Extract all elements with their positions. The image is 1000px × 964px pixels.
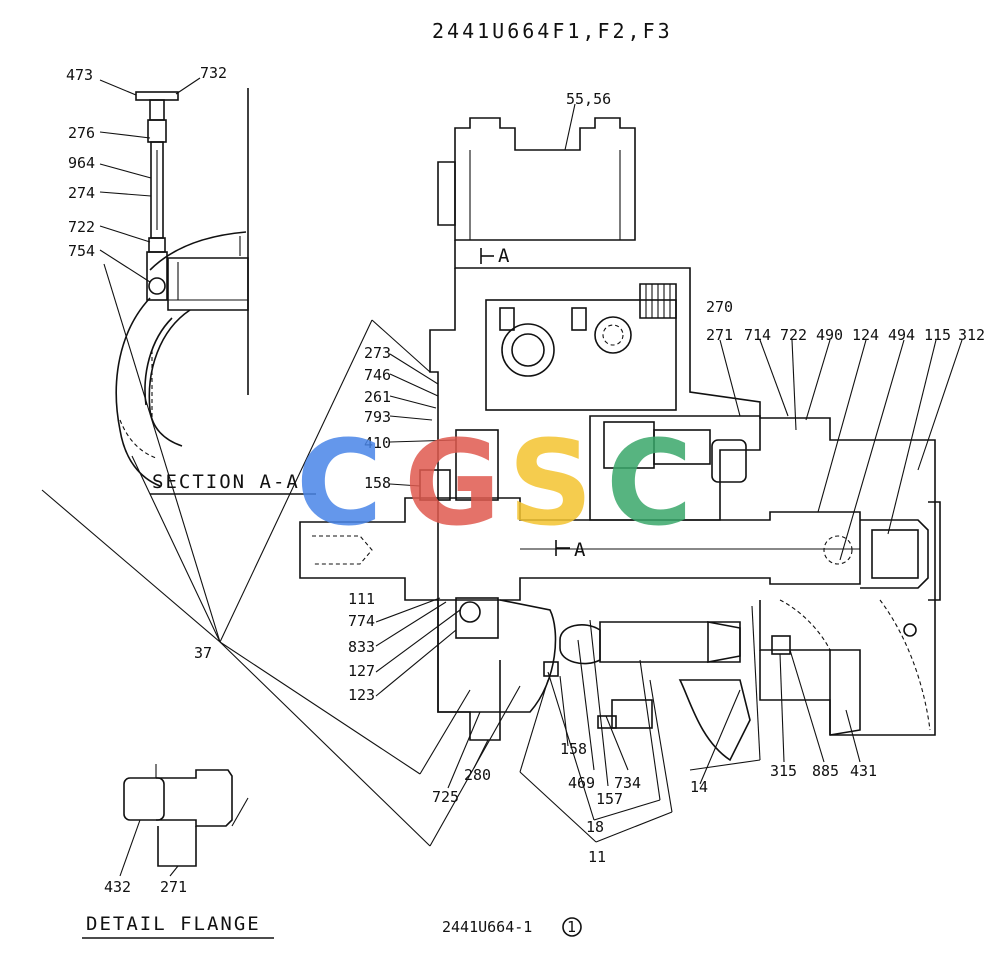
- part-label: 11: [588, 848, 606, 866]
- section-a-a-view: [115, 88, 249, 487]
- part-label: 111: [348, 590, 375, 608]
- part-label: 280: [464, 766, 491, 784]
- part-label: 271: [160, 878, 187, 896]
- part-label: 490: [816, 326, 843, 344]
- part-labels: 473 732 276 964 274 722 754 55,56 270 27…: [66, 64, 985, 896]
- part-label: 473: [66, 66, 93, 84]
- part-label: 18: [586, 818, 604, 836]
- part-label: 273: [364, 344, 391, 362]
- part-label: 123: [348, 686, 375, 704]
- part-label: 774: [348, 612, 375, 630]
- watermark-letter: C: [606, 414, 693, 552]
- part-label: 725: [432, 788, 459, 806]
- part-label: 494: [888, 326, 915, 344]
- part-label: 793: [364, 408, 391, 426]
- part-label: 312: [958, 326, 985, 344]
- part-label: 276: [68, 124, 95, 142]
- drawing-revision: 1: [567, 918, 576, 936]
- part-label: 734: [614, 774, 641, 792]
- part-label: 722: [68, 218, 95, 236]
- drawing-title: 2441U664F1,F2,F3: [432, 19, 673, 43]
- revision-circle: [562, 917, 582, 937]
- leader-lines: [41, 77, 963, 877]
- part-label: 14: [690, 778, 708, 796]
- part-label: 274: [68, 184, 95, 202]
- part-label: 127: [348, 662, 375, 680]
- watermark-letter: C: [296, 414, 383, 552]
- part-label: 964: [68, 154, 95, 172]
- part-label: 124: [852, 326, 879, 344]
- section-caption: SECTION A-A: [152, 471, 300, 493]
- part-label: 833: [348, 638, 375, 656]
- part-label: 432: [104, 878, 131, 896]
- part-label: 55,56: [566, 90, 611, 108]
- part-label: 885: [812, 762, 839, 780]
- detail-caption: DETAIL FLANGE: [86, 913, 261, 935]
- drawing-number: 2441U664-1: [442, 918, 532, 936]
- watermark-letter: S: [508, 414, 593, 552]
- watermark-letter: G: [404, 414, 501, 552]
- part-label: 746: [364, 366, 391, 384]
- part-label: 469: [568, 774, 595, 792]
- part-label: 37: [194, 644, 212, 662]
- section-marker-center: A: [574, 539, 587, 561]
- part-label: 315: [770, 762, 797, 780]
- part-label: 270: [706, 298, 733, 316]
- part-label: 431: [850, 762, 877, 780]
- part-label: 271: [706, 326, 733, 344]
- part-label: 115: [924, 326, 951, 344]
- part-label: 732: [200, 64, 227, 82]
- part-label: 157: [596, 790, 623, 808]
- part-label: 754: [68, 242, 95, 260]
- part-label: 722: [780, 326, 807, 344]
- part-label: 410: [364, 434, 391, 452]
- part-label: 714: [744, 326, 771, 344]
- watermark-logo: C G S C: [296, 414, 693, 552]
- part-label: 158: [364, 474, 391, 492]
- detail-flange-view: [123, 764, 249, 867]
- pump-cross-section: [299, 117, 941, 762]
- section-marker-top: A: [498, 245, 511, 267]
- part-label: 158: [560, 740, 587, 758]
- part-label: 261: [364, 388, 391, 406]
